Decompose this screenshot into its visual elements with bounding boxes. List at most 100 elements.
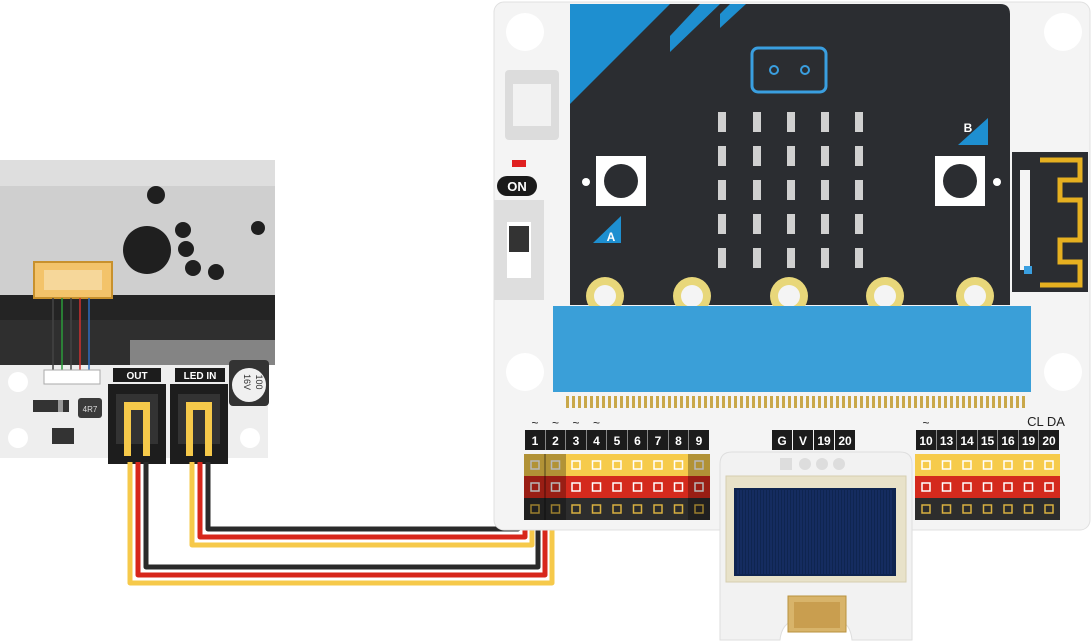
power-pin[interactable] [667, 476, 690, 498]
power-pin[interactable] [935, 476, 958, 498]
edge-tooth [728, 396, 731, 408]
signal-pin[interactable] [524, 454, 546, 476]
ground-pin[interactable] [935, 498, 958, 520]
capacitor-value: 100 [254, 374, 264, 389]
led-matrix [718, 112, 863, 268]
pin-label-bg [668, 430, 689, 450]
signal-pin[interactable] [606, 454, 628, 476]
ground-pin[interactable] [524, 498, 546, 520]
edge-tooth [962, 396, 965, 408]
ground-pin[interactable] [1017, 498, 1040, 520]
signal-pin[interactable] [1038, 454, 1060, 476]
ground-pin[interactable] [667, 498, 690, 520]
dust-sensor-module: 4R7 100 16V OUT LED IN [0, 160, 275, 464]
pin-label: 1 [532, 434, 539, 448]
microbit-logo[interactable] [750, 46, 828, 94]
power-pin[interactable] [647, 476, 669, 498]
power-pin[interactable] [626, 476, 649, 498]
edge-tooth [950, 396, 953, 408]
pin-label-bg [566, 430, 586, 450]
edge-tooth [998, 396, 1001, 408]
pin-label: 14 [960, 434, 974, 448]
mount-hole [1044, 353, 1082, 391]
button-a[interactable] [582, 156, 646, 206]
power-pin[interactable] [1017, 476, 1040, 498]
sensor-hole [147, 186, 165, 204]
signal-pin[interactable] [1017, 454, 1040, 476]
out-label-bg [113, 368, 161, 382]
edge-tooth [932, 396, 935, 408]
mid-pin-label: 19 [817, 434, 831, 448]
power-pin[interactable] [976, 476, 999, 498]
ground-pin[interactable] [544, 498, 567, 520]
power-pin[interactable] [565, 476, 587, 498]
signal-pin[interactable] [647, 454, 669, 476]
ground-pin[interactable] [688, 498, 710, 520]
edge-tooth [752, 396, 755, 408]
power-pin[interactable] [585, 476, 608, 498]
signal-pin[interactable] [667, 454, 690, 476]
signal-pin[interactable] [976, 454, 999, 476]
power-pin[interactable] [606, 476, 628, 498]
ground-pin[interactable] [606, 498, 628, 520]
edge-tooth [566, 396, 569, 408]
power-pin[interactable] [1038, 476, 1060, 498]
ground-pin[interactable] [915, 498, 937, 520]
ground-pin[interactable] [956, 498, 978, 520]
power-pin[interactable] [956, 476, 978, 498]
ground-pin[interactable] [626, 498, 649, 520]
button-a-marker [593, 216, 621, 243]
mid-pin-label-bg [793, 430, 813, 450]
signal-pin[interactable] [997, 454, 1019, 476]
power-pin[interactable] [544, 476, 567, 498]
sensor-housing-top [0, 160, 275, 186]
power-pin[interactable] [688, 476, 710, 498]
signal-pin[interactable] [565, 454, 587, 476]
signal-pin[interactable] [688, 454, 710, 476]
signal-pin[interactable] [915, 454, 937, 476]
button-b-label: B [964, 121, 973, 135]
ground-pin[interactable] [976, 498, 999, 520]
pin-label-bg [689, 430, 709, 450]
edge-tooth [698, 396, 701, 408]
edge-tooth [890, 396, 893, 408]
edge-tooth [776, 396, 779, 408]
power-pin[interactable] [997, 476, 1019, 498]
edge-tooth [692, 396, 695, 408]
transistor [52, 428, 74, 444]
edge-tooth [794, 396, 797, 408]
signal-pin[interactable] [956, 454, 978, 476]
signal-pin[interactable] [544, 454, 567, 476]
pin-label-bg [586, 430, 607, 450]
button-b[interactable] [935, 156, 1001, 206]
power-pin[interactable] [915, 476, 937, 498]
edge-tooth [920, 396, 923, 408]
microbit: A B [570, 4, 1088, 315]
edge-tooth [662, 396, 665, 408]
ground-pin[interactable] [997, 498, 1019, 520]
ground-pin[interactable] [565, 498, 587, 520]
power-pin[interactable] [524, 476, 546, 498]
edge-tooth [614, 396, 617, 408]
pwm-marker: ~ [531, 416, 538, 430]
edge-tooth [620, 396, 623, 408]
led-signal-wire [189, 462, 535, 548]
power-switch-knob[interactable] [509, 226, 529, 252]
edge-tooth [674, 396, 677, 408]
pin-label-bg [957, 430, 977, 450]
ground-pin[interactable] [1038, 498, 1060, 520]
edge-tooth [656, 396, 659, 408]
ground-pin[interactable] [585, 498, 608, 520]
edge-tooth [836, 396, 839, 408]
pin-label: 8 [675, 434, 682, 448]
signal-pin[interactable] [935, 454, 958, 476]
ground-pin[interactable] [647, 498, 669, 520]
mount-hole [240, 428, 260, 448]
signal-pin[interactable] [585, 454, 608, 476]
signal-pin[interactable] [626, 454, 649, 476]
edge-tooth [956, 396, 959, 408]
out-ground-wire [143, 462, 541, 570]
edge-tooth [860, 396, 863, 408]
